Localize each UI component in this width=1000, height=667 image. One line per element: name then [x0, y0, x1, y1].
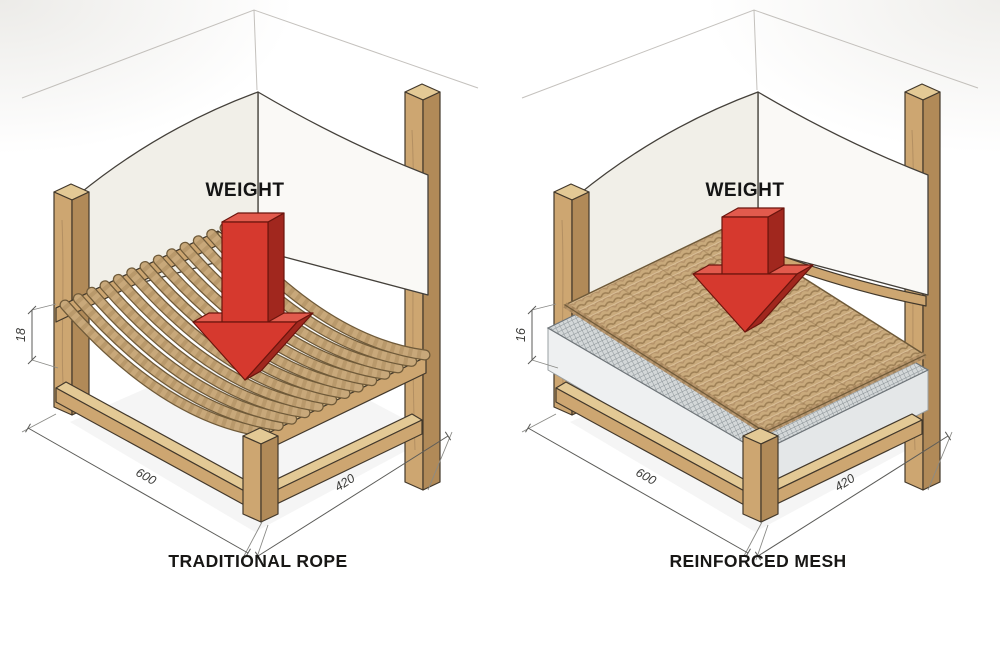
figure-reinforced-mesh: WEIGHT 600 420 16: [514, 9, 979, 561]
figure-caption-traditional-rope: TRADITIONAL ROPE: [168, 551, 348, 571]
weight-arrow: [692, 207, 814, 333]
figure-caption-reinforced-mesh: REINFORCED MESH: [669, 551, 847, 571]
front-post: [742, 427, 779, 523]
backrest-right-panel: [757, 91, 929, 296]
dim-height-value: 16: [514, 328, 528, 342]
weight-arrow: [192, 212, 314, 381]
construction-lines: [21, 9, 479, 99]
dim-height: 16: [514, 303, 559, 369]
construction-lines: [521, 9, 979, 99]
backrest-right-panel: [257, 91, 429, 296]
stretcher-rails: [555, 381, 923, 513]
weight-label: WEIGHT: [206, 180, 285, 201]
weight-label: WEIGHT: [706, 180, 785, 201]
dim-height: 18: [14, 303, 59, 369]
front-post: [242, 427, 279, 523]
dim-height-value: 18: [14, 328, 28, 342]
figure-traditional-rope: WEIGHT 600 420 18: [14, 9, 479, 561]
stretcher-rails: [55, 381, 423, 513]
